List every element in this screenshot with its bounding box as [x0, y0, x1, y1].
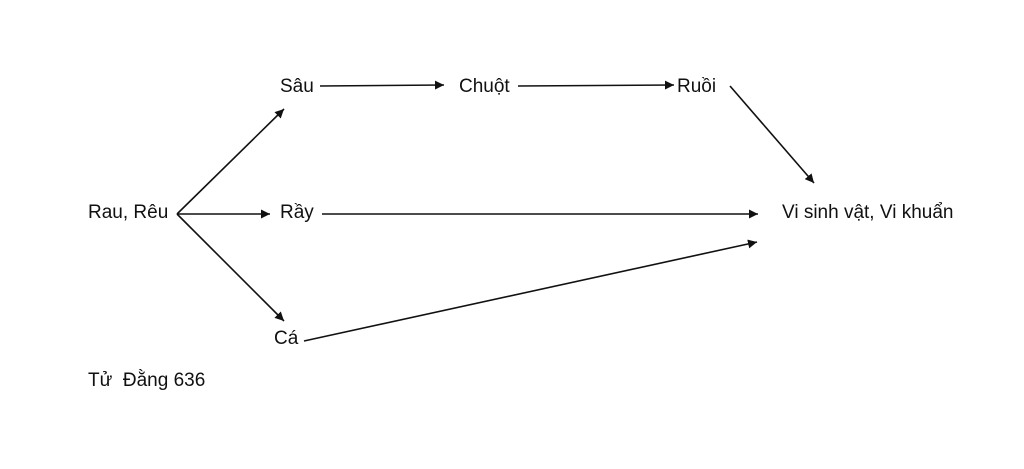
node-ruoi: Ruồi — [677, 76, 716, 97]
edge-rau-reu-to-ca — [176, 213, 285, 322]
caption-text: Tử Đằng 636 — [88, 370, 206, 391]
edges — [176, 80, 815, 342]
node-sau: Sâu — [280, 76, 314, 97]
node-rau-reu: Rau, Rêu — [88, 202, 168, 223]
node-ray: Rầy — [280, 202, 314, 223]
node-chuot: Chuột — [459, 76, 510, 97]
edge-chuot-to-ruoi — [517, 80, 675, 90]
node-ca: Cá — [274, 328, 299, 349]
edge-sau-to-chuot — [319, 80, 445, 90]
node-vi-sinh-vat: Vi sinh vật, Vi khuẩn — [782, 202, 953, 223]
nodes: Rau, Rêu Sâu Rầy Cá Chuột Ruồi Vi sinh v… — [88, 76, 953, 349]
edge-ca-to-vi-sinh-vat — [303, 239, 758, 342]
edge-rau-reu-to-sau — [176, 108, 285, 215]
edge-ruoi-to-vi-sinh-vat — [729, 85, 815, 184]
